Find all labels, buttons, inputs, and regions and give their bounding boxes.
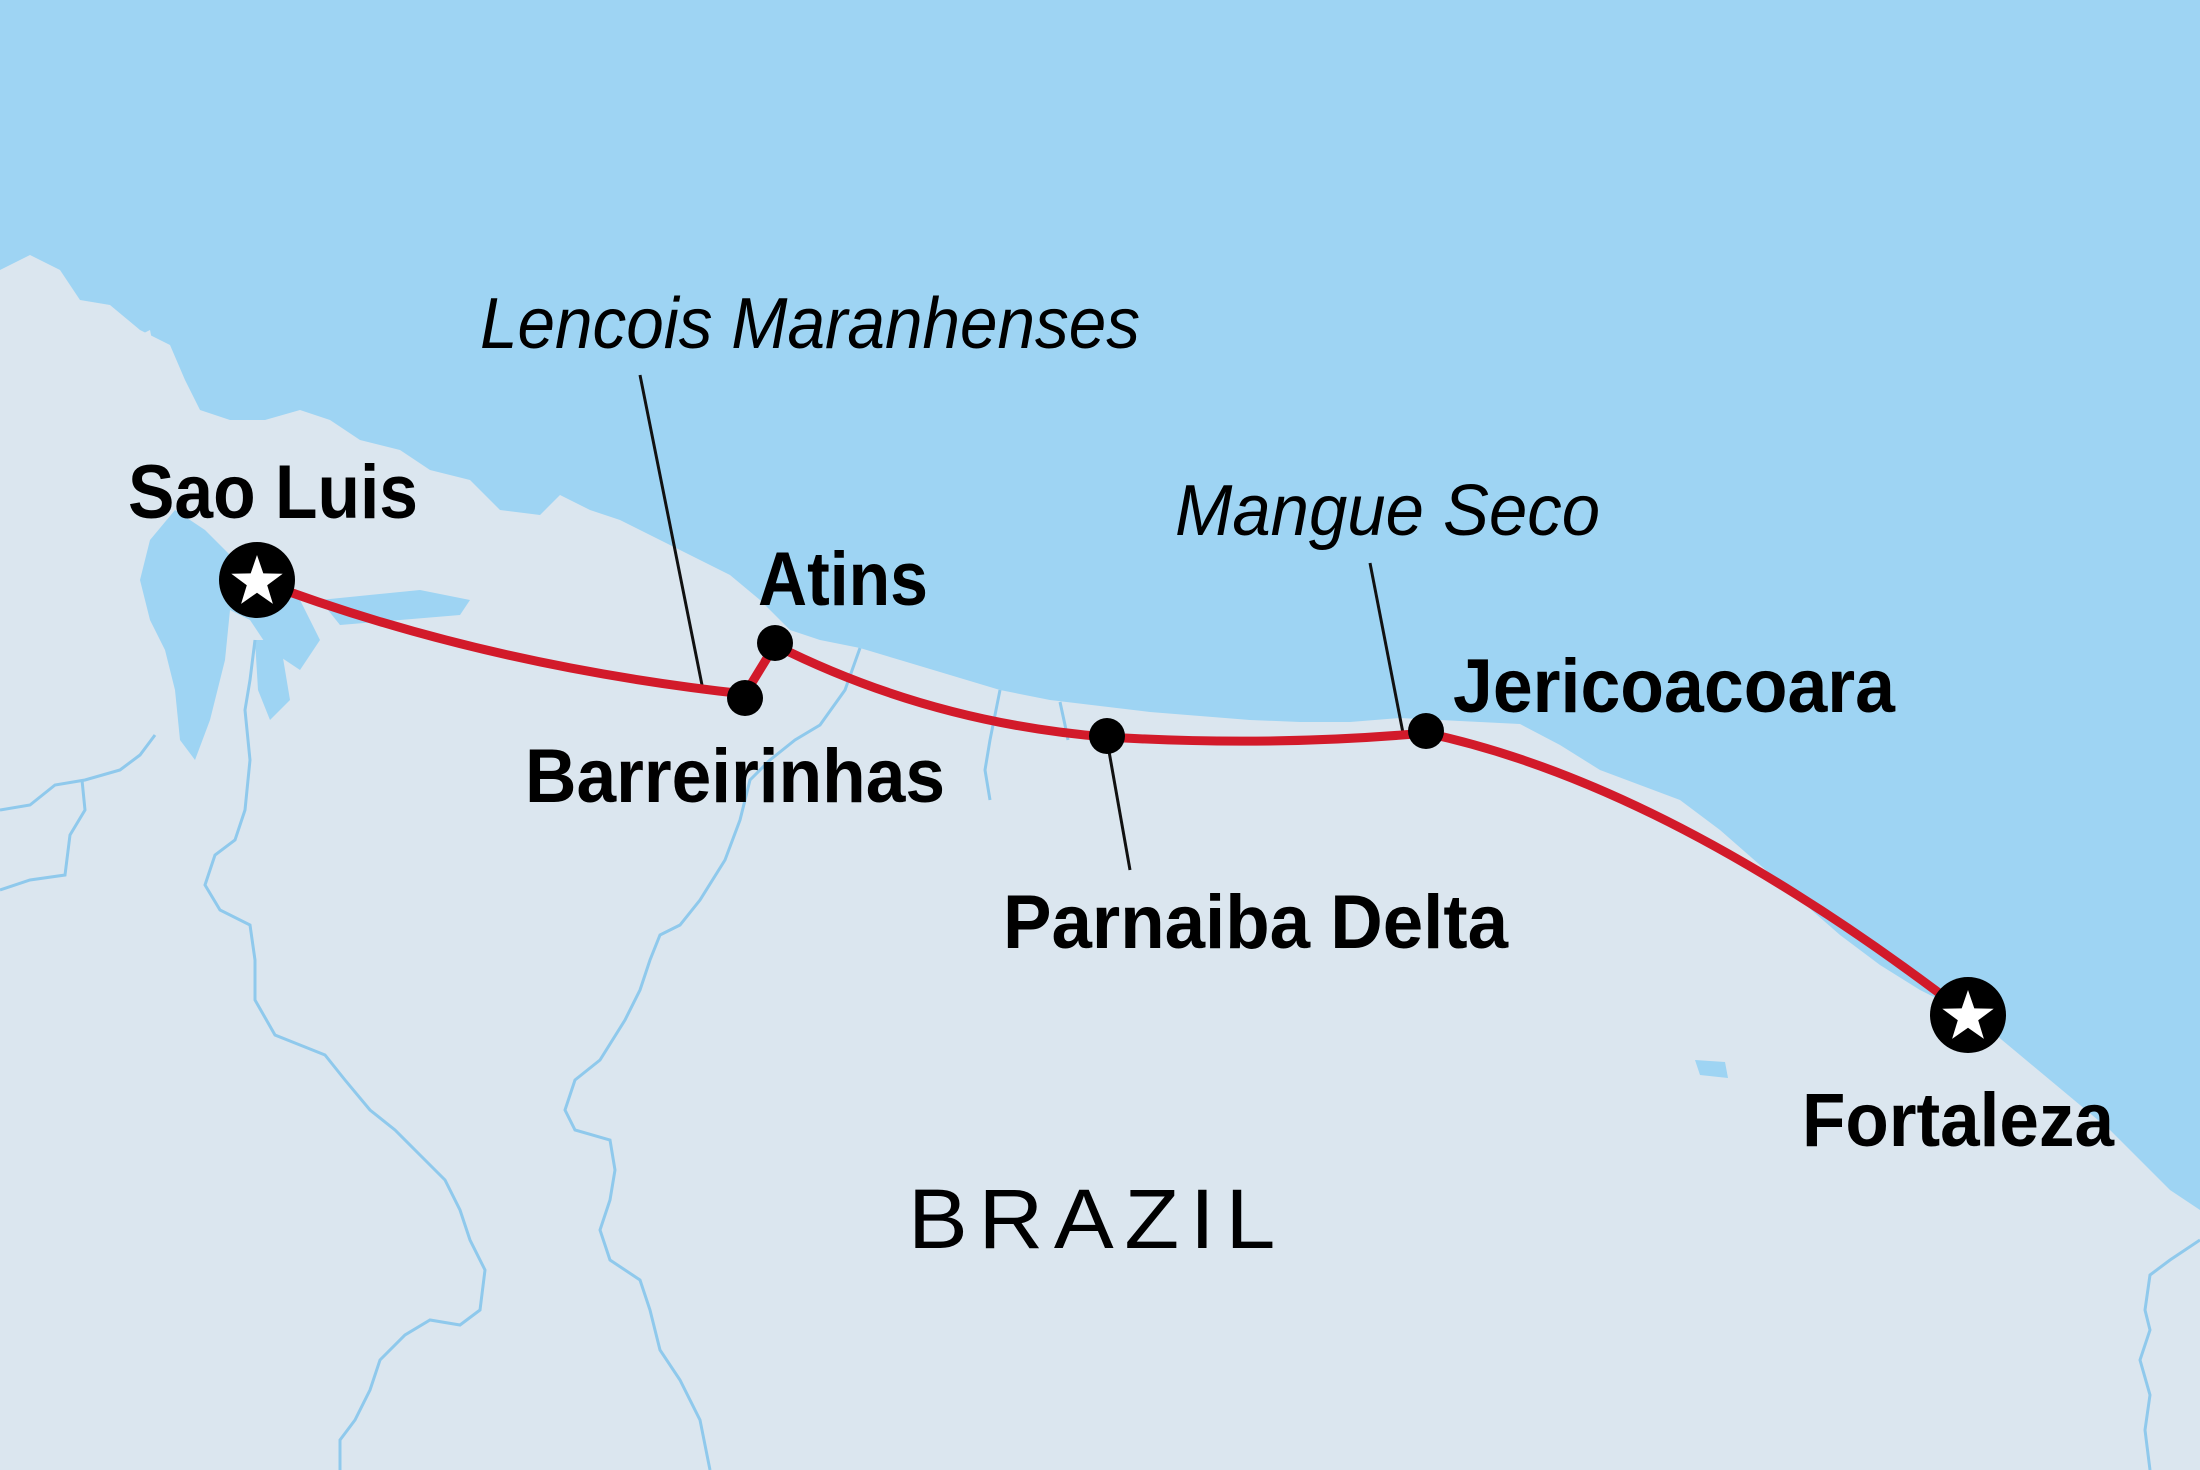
stop-label-sao-luis: Sao Luis [128,450,418,535]
place-label-mangue-seco: Mangue Seco [1175,471,1600,551]
labels: Sao Luis Barreirinhas Atins Parnaiba Del… [128,284,2115,1266]
star-icon [1942,990,1994,1039]
stop-label-parnaiba-delta: Parnaiba Delta [1003,880,1509,965]
lencois-leader [638,374,705,691]
small-lagoon [1695,1060,1728,1078]
barreirinhas-marker [727,680,763,716]
sao-luis-bay [140,510,320,760]
sao-luis-marker [219,542,295,618]
jericoacoara-marker [1408,713,1444,749]
place-label-lencois-maranhenses: Lencois Maranhenses [480,284,1140,364]
islet [140,330,153,348]
land-mass [0,255,2200,1470]
mangue-seco-leader [1368,562,1405,734]
country-label: BRAZIL [908,1172,1286,1266]
star-icon [231,555,283,604]
fortaleza-marker [1930,977,2006,1053]
sao-luis-inlet [255,640,290,720]
atins-marker [757,625,793,661]
stop-label-atins: Atins [758,537,928,622]
stop-label-barreirinhas: Barreirinhas [525,734,945,819]
stop-label-fortaleza: Fortaleza [1802,1078,2115,1163]
stop-label-jericoacoara: Jericoacoara [1453,644,1896,729]
stop-markers [219,542,2006,1053]
parnaiba-delta-marker [1089,718,1125,754]
leader-lines [638,374,1405,871]
parnaiba-leader [1105,739,1132,871]
